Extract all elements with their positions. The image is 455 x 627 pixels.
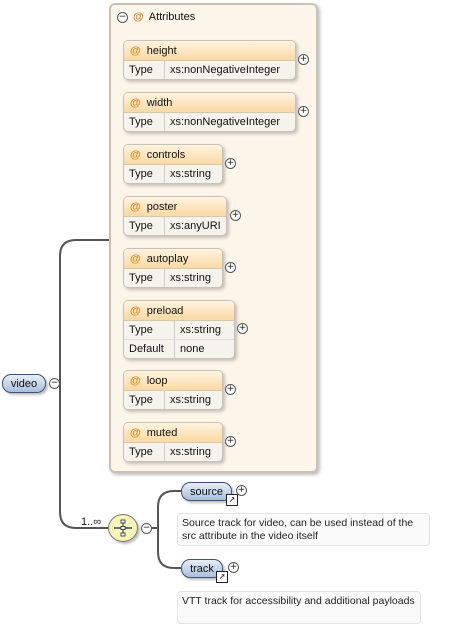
row-value: xs:string bbox=[164, 269, 211, 287]
attribute-type-row: Type xs:anyURI bbox=[124, 217, 226, 235]
element-track[interactable]: track bbox=[181, 559, 223, 578]
expand-loop-button[interactable]: + bbox=[225, 384, 236, 395]
attribute-name: preload bbox=[146, 304, 184, 317]
sequence-cardinality: 1..∞ bbox=[81, 516, 102, 528]
expand-height-button[interactable]: + bbox=[298, 54, 309, 65]
attribute-icon: @ bbox=[130, 200, 141, 213]
attribute-type-row: Type xs:string bbox=[124, 443, 222, 461]
row-key: Type bbox=[129, 64, 153, 76]
row-key: Type bbox=[129, 168, 153, 180]
attribute-icon: @ bbox=[130, 426, 141, 439]
attribute-default-row: Default none bbox=[124, 339, 234, 358]
expand-poster-button[interactable]: + bbox=[230, 210, 241, 221]
track-doc-text: VTT track for accessibility and addition… bbox=[182, 595, 415, 607]
attribute-icon: @ bbox=[130, 44, 141, 57]
attribute-card-controls[interactable]: @ controls Type xs:string bbox=[123, 144, 223, 184]
attribute-card-poster[interactable]: @ poster Type xs:anyURI bbox=[123, 196, 227, 236]
row-key: Default bbox=[129, 343, 164, 355]
attribute-header: @ poster bbox=[124, 197, 226, 217]
attribute-header: @ controls bbox=[124, 145, 222, 165]
video-to-attributes-connector bbox=[59, 239, 109, 384]
collapse-video-button[interactable]: − bbox=[49, 378, 60, 389]
attributes-group-header: − @ Attributes bbox=[117, 11, 195, 23]
sequence-symbol-icon bbox=[114, 519, 132, 537]
attribute-icon: @ bbox=[130, 374, 141, 387]
row-key: Type bbox=[129, 324, 153, 336]
track-documentation: VTT track for accessibility and addition… bbox=[177, 591, 421, 624]
attribute-card-muted[interactable]: @ muted Type xs:string bbox=[123, 422, 223, 462]
row-key: Type bbox=[129, 116, 153, 128]
source-documentation: Source track for video, can be used inst… bbox=[177, 513, 430, 546]
attribute-icon: @ bbox=[130, 96, 141, 109]
attribute-type-row: Type xs:string bbox=[124, 269, 222, 287]
attribute-icon: @ bbox=[133, 11, 144, 23]
row-value: xs:anyURI bbox=[164, 217, 221, 235]
attribute-name: poster bbox=[146, 200, 178, 213]
row-key: Type bbox=[129, 394, 153, 406]
attribute-name: muted bbox=[146, 426, 178, 439]
row-value: xs:string bbox=[164, 165, 211, 183]
row-value: none bbox=[174, 340, 204, 358]
expand-autoplay-button[interactable]: + bbox=[225, 262, 236, 273]
attribute-type-row: Type xs:string bbox=[124, 165, 222, 183]
attribute-header: @ muted bbox=[124, 423, 222, 443]
attribute-icon: @ bbox=[130, 148, 141, 161]
attribute-type-row: Type xs:string bbox=[124, 321, 234, 339]
attribute-card-autoplay[interactable]: @ autoplay Type xs:string bbox=[123, 248, 223, 288]
attribute-card-width[interactable]: @ width Type xs:nonNegativeInteger bbox=[123, 92, 296, 132]
element-source[interactable]: source bbox=[181, 482, 232, 501]
row-key: Type bbox=[129, 220, 153, 232]
attribute-header: @ width bbox=[124, 93, 295, 113]
attribute-type-row: Type xs:string bbox=[124, 391, 222, 409]
expand-preload-button[interactable]: + bbox=[237, 323, 248, 334]
row-value: xs:nonNegativeInteger bbox=[164, 61, 280, 79]
attribute-header: @ loop bbox=[124, 371, 222, 391]
row-key: Type bbox=[129, 446, 153, 458]
attribute-type-row: Type xs:nonNegativeInteger bbox=[124, 113, 295, 131]
element-track-label: track bbox=[190, 562, 214, 575]
row-key: Type bbox=[129, 272, 153, 284]
row-value: xs:nonNegativeInteger bbox=[164, 113, 280, 131]
attribute-name: width bbox=[146, 96, 173, 109]
element-source-label: source bbox=[189, 485, 224, 498]
attribute-name: height bbox=[146, 44, 177, 57]
expand-width-button[interactable]: + bbox=[298, 106, 309, 117]
reference-arrow-icon: ↗ bbox=[216, 571, 228, 583]
attribute-name: loop bbox=[146, 374, 168, 387]
attribute-header: @ height bbox=[124, 41, 295, 61]
element-video-label: video bbox=[10, 377, 38, 390]
video-to-sequence-connector bbox=[59, 384, 108, 529]
reference-arrow-icon: ↗ bbox=[226, 494, 238, 506]
source-doc-text: Source track for video, can be used inst… bbox=[182, 517, 414, 542]
attribute-icon: @ bbox=[130, 252, 141, 265]
element-video[interactable]: video bbox=[2, 374, 46, 393]
attribute-card-preload[interactable]: @ preload Type xs:string Default none bbox=[123, 300, 235, 359]
attribute-name: autoplay bbox=[146, 252, 189, 265]
expand-source-button[interactable]: + bbox=[236, 485, 247, 496]
attribute-header: @ preload bbox=[124, 301, 234, 321]
attribute-icon: @ bbox=[130, 304, 141, 317]
sequence-compositor-icon[interactable] bbox=[108, 514, 138, 542]
collapse-attributes-button[interactable]: − bbox=[117, 11, 128, 23]
attributes-group-title: Attributes bbox=[148, 11, 196, 23]
attribute-name: controls bbox=[146, 148, 186, 161]
attribute-card-loop[interactable]: @ loop Type xs:string bbox=[123, 370, 223, 410]
row-value: xs:string bbox=[164, 443, 211, 461]
collapse-sequence-button[interactable]: − bbox=[141, 523, 152, 534]
attribute-card-height[interactable]: @ height Type xs:nonNegativeInteger bbox=[123, 40, 296, 80]
row-value: xs:string bbox=[174, 321, 221, 339]
expand-muted-button[interactable]: + bbox=[225, 436, 236, 447]
attribute-type-row: Type xs:nonNegativeInteger bbox=[124, 61, 295, 79]
attribute-header: @ autoplay bbox=[124, 249, 222, 269]
expand-track-button[interactable]: + bbox=[228, 562, 239, 573]
expand-controls-button[interactable]: + bbox=[225, 158, 236, 169]
row-value: xs:string bbox=[164, 391, 211, 409]
